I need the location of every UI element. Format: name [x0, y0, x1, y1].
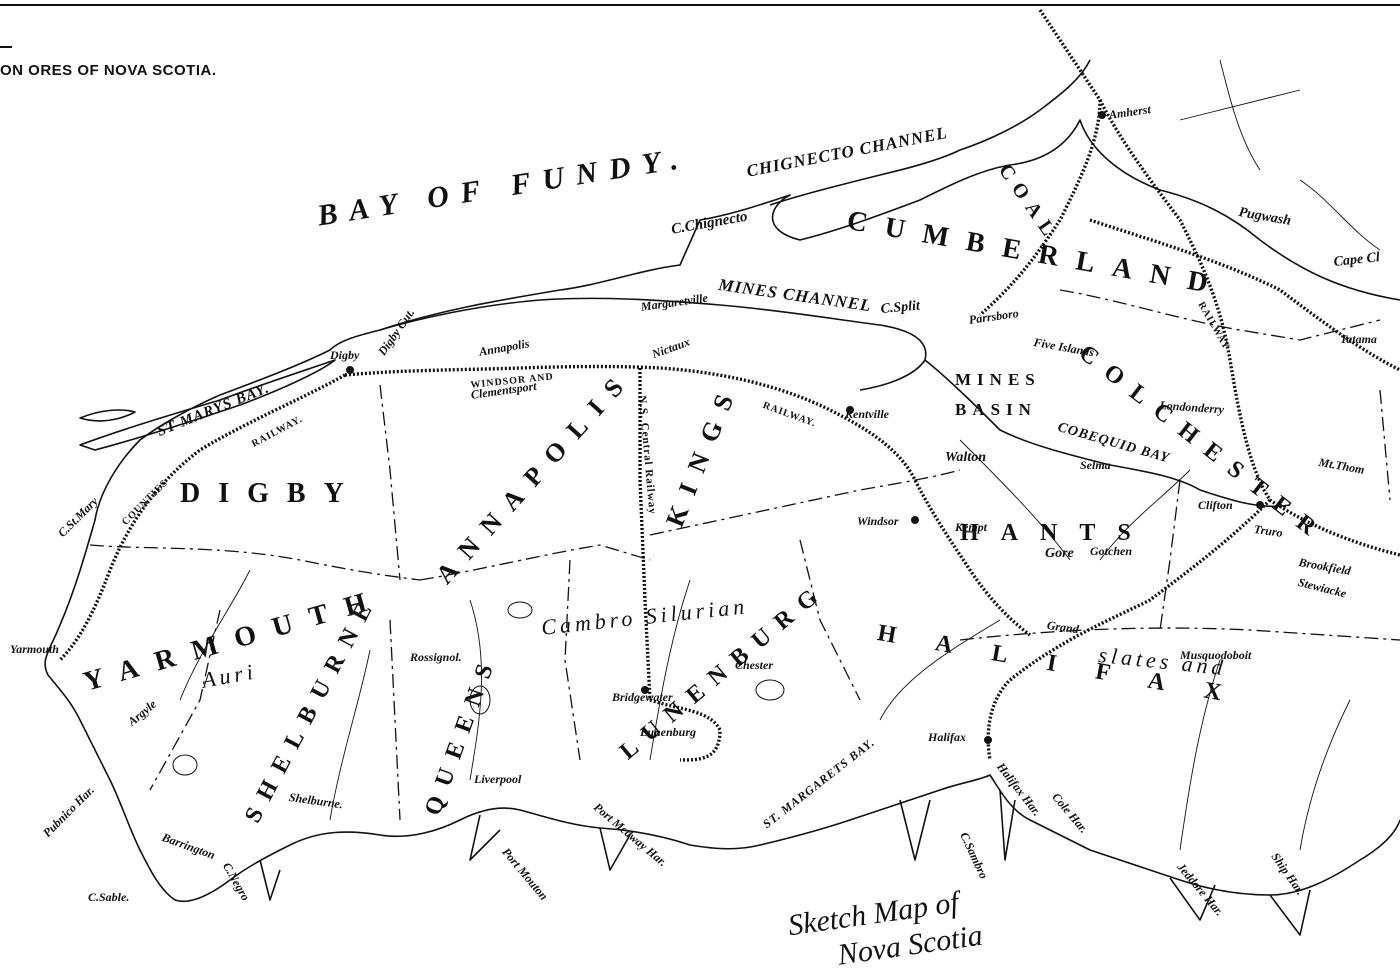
- label-place-tatamagouche: Tatama: [1340, 332, 1377, 346]
- inlet-4: [899, 799, 931, 861]
- label-mines-basin-line1: MINES: [955, 370, 1041, 389]
- town-dot-kentville: [846, 406, 854, 414]
- label-place-kentville: Kentville: [845, 407, 889, 421]
- river-10: [1299, 179, 1381, 251]
- lake-1: [172, 754, 198, 776]
- river-12: [959, 439, 1071, 561]
- label-place-selma: Selma: [1080, 458, 1111, 472]
- label-place-bridgewater: Bridgewater: [612, 690, 673, 704]
- label-place-c-split: C.Split: [880, 298, 921, 317]
- railway-nova-scotia-central: [638, 368, 652, 701]
- label-place-liverpool: Liverpool: [474, 772, 522, 786]
- label-place-clifton: Clifton: [1198, 498, 1233, 512]
- river-11: [1219, 59, 1261, 171]
- label-place-yarmouth: Yarmouth: [10, 642, 59, 656]
- boundary-kings-lunenburg: [649, 469, 961, 536]
- label-place-chester: Chester: [735, 658, 774, 672]
- lake-2: [469, 685, 491, 715]
- inlet-6: [1169, 877, 1216, 921]
- town-dot-truro: [1256, 501, 1264, 509]
- boundary-hants-colchester: [1159, 479, 1181, 631]
- boundary-lunenburg-halifax: [799, 539, 861, 701]
- river-6: [1179, 659, 1221, 851]
- coastline-north-shore: [379, 297, 927, 391]
- inlet-5: [999, 789, 1016, 861]
- label-place-lunenburg: Lunenburg: [640, 725, 697, 739]
- town-dot-digby: [346, 366, 354, 374]
- coastline-minas: [924, 359, 1291, 508]
- label-place-walton: Walton: [945, 450, 986, 465]
- inlet-3: [599, 827, 631, 871]
- coastline-main: [44, 119, 1400, 902]
- railway-oxford-pictou: [1089, 218, 1400, 372]
- river-3: [469, 599, 482, 781]
- map-title: ON ORES OF NOVA SCOTIA.: [0, 62, 217, 79]
- label-place-rossignol: Rossignol.: [410, 650, 462, 664]
- railway-intercolonial: [978, 9, 1102, 317]
- boundary-colchester-east: [1379, 389, 1391, 501]
- boundary-yarmouth-digby: [89, 544, 421, 581]
- inlet-7: [1269, 889, 1311, 936]
- label-place-kempt: Kempt: [955, 520, 987, 534]
- river-9: [1179, 89, 1301, 121]
- label-county-digby: DIGBY: [180, 478, 362, 509]
- label-place-windsor: Windsor: [857, 514, 899, 528]
- long-island: [79, 409, 136, 422]
- label-place-gotchen: Gotchen: [1090, 544, 1132, 558]
- label-place-halifax: Halifax: [928, 730, 966, 744]
- boundary-shelburne-yarmouth: [149, 609, 221, 791]
- label-mines-basin-line2: BASIN: [955, 400, 1037, 419]
- digby-neck: [79, 359, 336, 451]
- boundary-annapolis-kings: [419, 544, 651, 581]
- title-tick-mark: [0, 46, 12, 48]
- coastline-fundy-north: [769, 59, 1091, 206]
- town-dot-windsor: [911, 516, 919, 524]
- river-8: [1099, 469, 1191, 561]
- river-4: [649, 579, 691, 761]
- town-dot-halifax: [984, 736, 992, 744]
- river-7: [1299, 699, 1351, 851]
- lake-4: [755, 679, 785, 701]
- label-place-c-sable: C.Sable.: [88, 890, 130, 904]
- boundary-queens-shelburne: [389, 619, 401, 821]
- inlet-1: [259, 859, 281, 901]
- town-dot-bridgewater: [641, 686, 649, 694]
- town-dot-amherst: [1098, 111, 1106, 119]
- map-frame-top-border: [0, 4, 1400, 6]
- railway-bridgewater-loop: [649, 698, 722, 762]
- inlet-2: [469, 814, 501, 861]
- boundary-hants-halifax: [959, 627, 1400, 641]
- label-place-gore: Gore: [1045, 546, 1074, 561]
- lake-3: [507, 601, 533, 619]
- river-5: [879, 619, 1001, 721]
- boundary-digby-annapolis: [379, 384, 401, 581]
- river-2: [329, 649, 371, 821]
- boundary-queens-lunenburg: [564, 559, 581, 761]
- label-place-digby: Digby: [330, 348, 360, 362]
- label-place-musquodoboit: Musquodoboit: [1180, 648, 1252, 662]
- railway-intercolonial-south: [1098, 99, 1400, 557]
- label-county-hants: HANTS: [960, 520, 1153, 546]
